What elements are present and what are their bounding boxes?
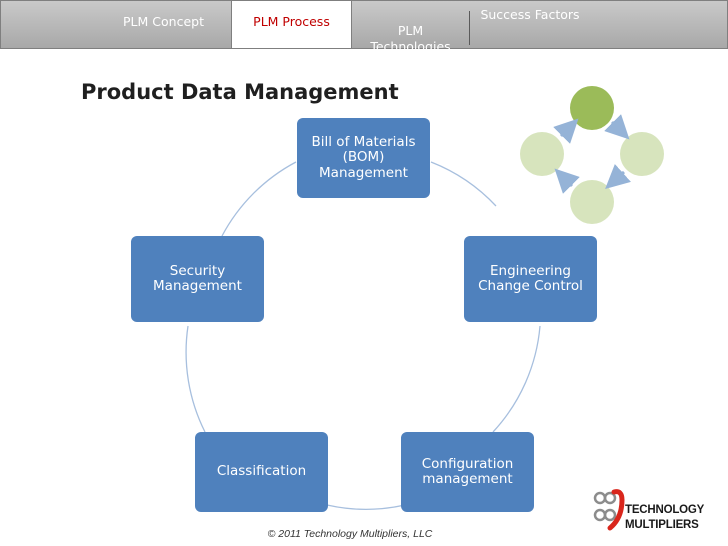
- mini-arrow: [604, 114, 630, 140]
- node-configuration-management: Configuration management: [401, 432, 534, 512]
- node-label: Bill of Materials (BOM) Management: [311, 133, 416, 181]
- tab-divider: [469, 11, 470, 45]
- node-label: Engineering Change Control: [478, 262, 583, 294]
- mini-cycle-diagram: [520, 86, 664, 224]
- company-logo: TECHNOLOGY MULTIPLIERS: [592, 488, 712, 534]
- logo-text-line2: MULTIPLIERS: [625, 519, 699, 531]
- node-label: Security Management: [153, 262, 242, 294]
- tab-label: Success Factors: [480, 7, 580, 22]
- tab-label: PLM Technologies: [370, 23, 451, 54]
- mini-arrow: [553, 118, 579, 144]
- node-label: Classification: [216, 463, 307, 480]
- connector-arc: [430, 161, 497, 207]
- connector-arc: [185, 325, 206, 433]
- connector-arc: [492, 325, 541, 433]
- node-security-management: Security Management: [131, 236, 264, 322]
- connector-arc: [326, 504, 406, 510]
- mini-arrow: [605, 164, 631, 190]
- tab-plm-process[interactable]: PLM Process: [231, 1, 352, 48]
- tab-success-factors[interactable]: Success Factors: [469, 1, 591, 48]
- logo-text-line1: TECHNOLOGY: [625, 504, 705, 516]
- page-title: Product Data Management: [81, 80, 399, 104]
- node-bom-management: Bill of Materials (BOM) Management: [297, 118, 430, 198]
- mini-arrow: [554, 168, 580, 194]
- tab-label: PLM Process: [253, 14, 330, 29]
- tab-label: PLM Concept: [123, 14, 204, 29]
- logo-mark-icon: [593, 489, 625, 531]
- mini-node: [570, 180, 614, 224]
- node-classification: Classification: [195, 432, 328, 512]
- mini-node: [520, 132, 564, 176]
- mini-node-active: [570, 86, 614, 130]
- connector-arc: [221, 161, 297, 237]
- copyright-footer: © 2011 Technology Multipliers, LLC: [267, 528, 433, 540]
- tab-plm-technologies[interactable]: PLM Technologies: [352, 1, 469, 54]
- top-nav-bar: PLM Concept PLM Process PLM Technologies…: [0, 0, 728, 54]
- node-engineering-change-control: Engineering Change Control: [464, 236, 597, 322]
- mini-node: [620, 132, 664, 176]
- node-label: Configuration management: [421, 455, 514, 487]
- tab-plm-concept[interactable]: PLM Concept: [96, 1, 231, 48]
